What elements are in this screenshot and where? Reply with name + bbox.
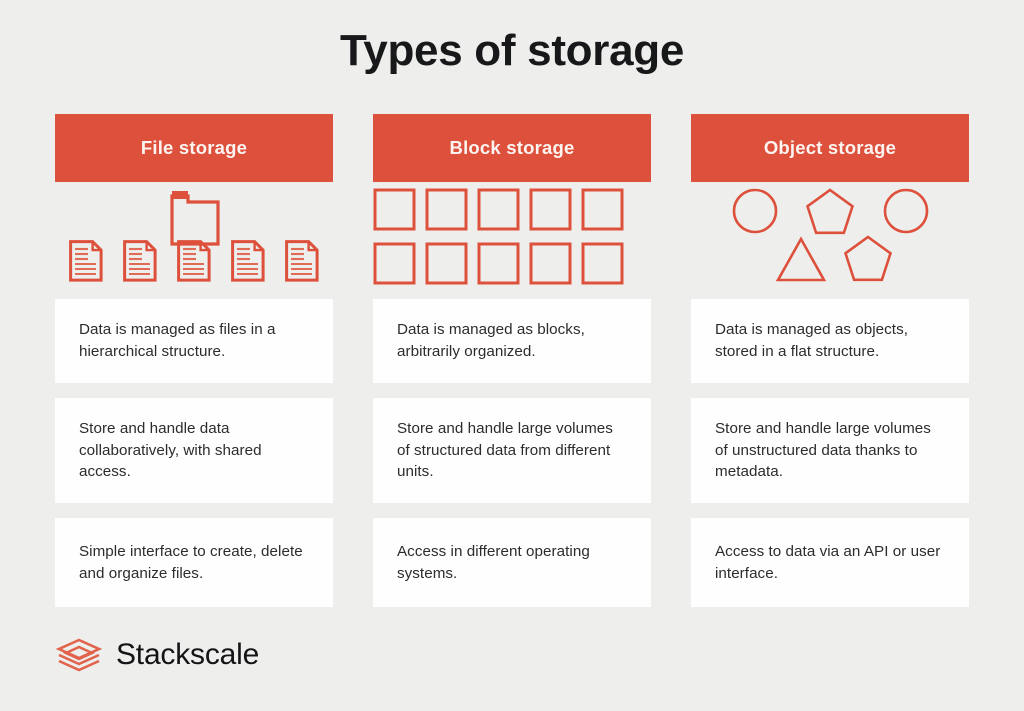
logo-wordmark: Stackscale bbox=[116, 638, 260, 671]
card-file-storage-3: Simple interface to create, delete and o… bbox=[55, 518, 333, 607]
card-text: Access to data via an API or user interf… bbox=[715, 542, 941, 582]
column-object-storage: Object storage Data is managed as object… bbox=[691, 114, 969, 622]
card-block-storage-1: Data is managed as blocks, arbitrarily o… bbox=[373, 299, 651, 383]
storage-types-columns: File storage bbox=[55, 114, 969, 622]
column-file-storage: File storage bbox=[55, 114, 333, 622]
card-file-storage-1: Data is managed as files in a hierarchic… bbox=[55, 299, 333, 383]
card-object-storage-3: Access to data via an API or user interf… bbox=[691, 518, 969, 607]
card-text: Store and handle large volumes of struct… bbox=[397, 420, 613, 481]
pentagon-shape-icon bbox=[843, 235, 893, 282]
pentagon-shape-icon bbox=[805, 188, 855, 235]
card-text: Simple interface to create, delete and o… bbox=[79, 542, 303, 582]
page-title: Types of storage bbox=[339, 26, 685, 75]
card-object-storage-2: Store and handle large volumes of unstru… bbox=[691, 398, 969, 503]
card-block-storage-3: Access in different operating systems. bbox=[373, 518, 651, 607]
column-block-storage: Block storage Data is managed as b bbox=[373, 114, 651, 622]
card-text: Store and handle data collaboratively, w… bbox=[79, 420, 262, 481]
card-text: Data is managed as objects, stored in a … bbox=[715, 321, 908, 360]
card-text: Data is managed as files in a hierarchic… bbox=[79, 321, 276, 360]
shapes-icon bbox=[691, 182, 969, 299]
blocks-grid-icon bbox=[373, 182, 651, 299]
column-header-object-storage: Object storage bbox=[691, 114, 969, 182]
card-block-storage-2: Store and handle large volumes of struct… bbox=[373, 398, 651, 503]
circle-shape-icon bbox=[732, 188, 778, 234]
folder-and-documents-icon bbox=[55, 182, 333, 299]
card-file-storage-2: Store and handle data collaboratively, w… bbox=[55, 398, 333, 503]
column-header-file-storage: File storage bbox=[55, 114, 333, 182]
card-text: Access in different operating systems. bbox=[397, 542, 590, 582]
circle-shape-icon bbox=[883, 188, 929, 234]
stackscale-logo[interactable]: Stackscale bbox=[56, 637, 259, 673]
card-object-storage-1: Data is managed as objects, stored in a … bbox=[691, 299, 969, 383]
triangle-shape-icon bbox=[775, 236, 827, 282]
stacked-layers-logo-icon bbox=[56, 637, 102, 673]
card-text: Store and handle large volumes of unstru… bbox=[715, 420, 931, 481]
column-header-block-storage: Block storage bbox=[373, 114, 651, 182]
card-text: Data is managed as blocks, arbitrarily o… bbox=[397, 321, 585, 360]
